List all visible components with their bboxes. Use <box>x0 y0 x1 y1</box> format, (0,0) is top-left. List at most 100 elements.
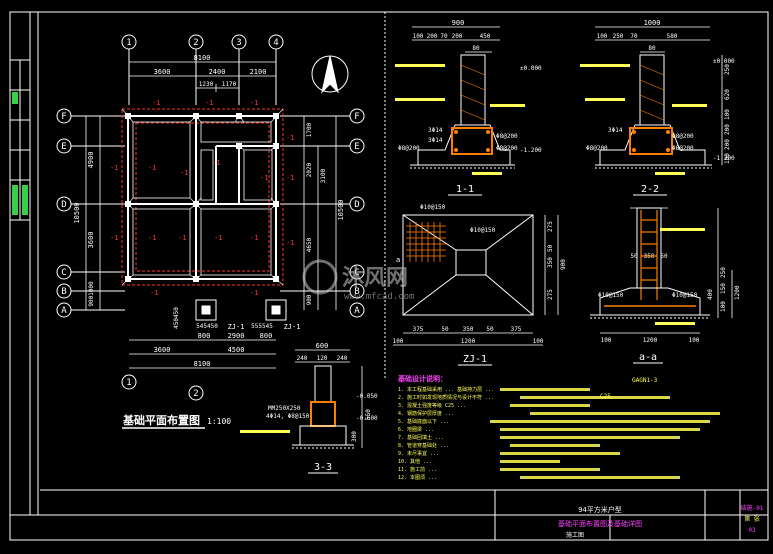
saa-dim-r1: 250 <box>720 267 727 278</box>
s22-rebar-2: Φ8@200 <box>672 133 694 140</box>
saa-dim-t1: 50 <box>630 253 638 260</box>
plan-dim-right-5: 4650 <box>306 237 313 252</box>
s22-dim-d: 580 <box>667 33 678 40</box>
zj1-mark-a: a <box>396 256 400 264</box>
plan-mark-3: -1 <box>250 99 258 107</box>
plan-mark-4: -1 <box>110 164 118 172</box>
plan-title: 基础平面布置图 <box>122 413 200 427</box>
s22-elev-bot: -1.200 <box>713 155 735 162</box>
saa-dim-r3: 100 <box>720 301 727 312</box>
plan-mark-9: -1 <box>178 234 186 242</box>
plan-mark-5: -1 <box>110 234 118 242</box>
zj1-dim-b5: 375 <box>511 326 522 333</box>
zj1-dim-b3: 350 <box>463 326 474 333</box>
s33-label-2: 4Φ14, Φ8@150 <box>266 413 310 420</box>
axis-left-F: F <box>61 112 66 122</box>
axis-right-D: D <box>354 200 359 210</box>
axis-right-C: C <box>354 268 359 278</box>
notes-code-1: GAGN1-3 <box>632 377 658 384</box>
plan-dim-top-c: 2100 <box>250 68 267 76</box>
s11-dim-b: 200 <box>427 33 438 40</box>
plan-mark-8: -1 <box>148 234 156 242</box>
s33-label-1: MM250X250 <box>268 405 301 412</box>
s11-dim-a: 100 <box>413 33 424 40</box>
s11-rebar-5: 3Φ14 <box>428 137 443 144</box>
plan-dim-bot-6: 8100 <box>194 360 211 368</box>
saa-dim-t3: 50 <box>660 253 668 260</box>
s22-elev-top: ±0.000 <box>713 58 735 65</box>
zj1-title: ZJ-1 <box>463 354 487 365</box>
axis-bot-1: 1 <box>126 378 131 388</box>
zj1-label-right: ZJ-1 <box>284 323 301 331</box>
s22-dim-b: 250 <box>613 33 624 40</box>
plan-mark-12: -1 <box>286 134 294 142</box>
zj1-label-left: ZJ-1 <box>228 323 245 331</box>
s22-dim-c: 70 <box>630 33 638 40</box>
foundation-plan: 1 2 3 4 8100 3600 2400 2100 1230 1170 F … <box>56 34 365 429</box>
axis-left-C: C <box>61 268 66 278</box>
plan-mark-1: -1 <box>152 99 160 107</box>
axis-bot-2: 2 <box>193 389 198 399</box>
saa-dim-b3: 100 <box>689 337 700 344</box>
zj1-dim-r5: 900 <box>560 259 567 270</box>
zj1-dim-r3: 350 <box>547 257 554 268</box>
note-3: 3. 混凝土强度等级 C25 ... <box>398 402 466 409</box>
s11-elev-bot: -1.200 <box>520 147 542 154</box>
s11-dim-e: 450 <box>480 33 491 40</box>
s33-dim-b: 120 <box>317 355 328 362</box>
axis-right-A: A <box>354 306 360 316</box>
section-1-1: 900 100 200 70 200 450 80 ±0.000 -1.200 … <box>395 19 542 196</box>
left-strip-text <box>12 92 28 215</box>
zj1-dim-b2: 50 <box>441 326 449 333</box>
s33-elev-2: -0.600 <box>356 415 378 422</box>
plan-dim-left-1: 4900 <box>87 152 95 169</box>
note-10: 10. 其他 ... <box>398 458 432 465</box>
plan-dim-bot-2: 2900 <box>228 332 245 340</box>
note-4: 4. 钢筋保护层厚度 ... <box>398 410 454 417</box>
title-block <box>40 489 768 540</box>
plan-mark-2: -1 <box>205 99 213 107</box>
s11-elev-top: ±0.000 <box>520 65 542 72</box>
s33-dim-a: 240 <box>297 355 308 362</box>
plan-dim-top-total: 8100 <box>194 54 211 62</box>
saa-dim-b1: 100 <box>601 337 612 344</box>
zj1-dim-b7: 1200 <box>461 338 476 345</box>
plan-mark-10: -1 <box>214 234 222 242</box>
plan-dim-top-b: 2400 <box>209 68 226 76</box>
zj1-dim-b6: 100 <box>393 338 404 345</box>
s11-dim-d: 200 <box>452 33 463 40</box>
s11-rebar-2: Φ8@200 <box>398 145 420 152</box>
note-1: 1. 本工程基础采用 ... 基础持力层 ... <box>398 386 494 393</box>
s22-dim-r1: 250 <box>724 64 731 75</box>
axis-left-E: E <box>61 142 66 152</box>
s33-elev-1: -0.050 <box>356 393 378 400</box>
tb-code2: 第 张 <box>744 515 760 523</box>
left-title-strip <box>9 59 31 221</box>
note-7: 7. 基础回填土 ... <box>398 434 444 441</box>
axis-top-2: 2 <box>193 38 198 48</box>
plan-mark-16: -1 <box>150 289 158 297</box>
plan-dim-bot-1: 800 <box>198 332 211 340</box>
axis-right-E: E <box>354 142 359 152</box>
plan-mark-13: -1 <box>286 174 294 182</box>
s11-rebar-3: Φ8@200 <box>496 133 518 140</box>
zj1-dim-b1: 375 <box>413 326 424 333</box>
saa-rebar-2: Φ10@150 <box>672 292 698 299</box>
plan-dim-right-2: 2020 <box>306 162 313 177</box>
axis-left-A: A <box>61 306 67 316</box>
s22-dim-r5: 200 <box>724 139 731 150</box>
plan-mark-7: -1 <box>180 169 188 177</box>
tb-code3: 03 <box>748 527 756 534</box>
zj1-dim-r2: 50 <box>547 244 554 252</box>
plan-scale: 1:100 <box>207 417 231 426</box>
zj1-rebar-1: Φ10@150 <box>420 204 446 211</box>
s11-title: 1-1 <box>456 184 474 195</box>
drawing-frame <box>9 11 769 541</box>
saa-dim-r2: 150 <box>720 283 727 294</box>
plan-dim-left-3: 10500 <box>73 202 81 223</box>
notes-code-2: C25 <box>600 393 611 400</box>
note-8: 8. 管道穿基础处 ... <box>398 442 449 449</box>
saa-dim-r4: 1200 <box>734 285 741 300</box>
